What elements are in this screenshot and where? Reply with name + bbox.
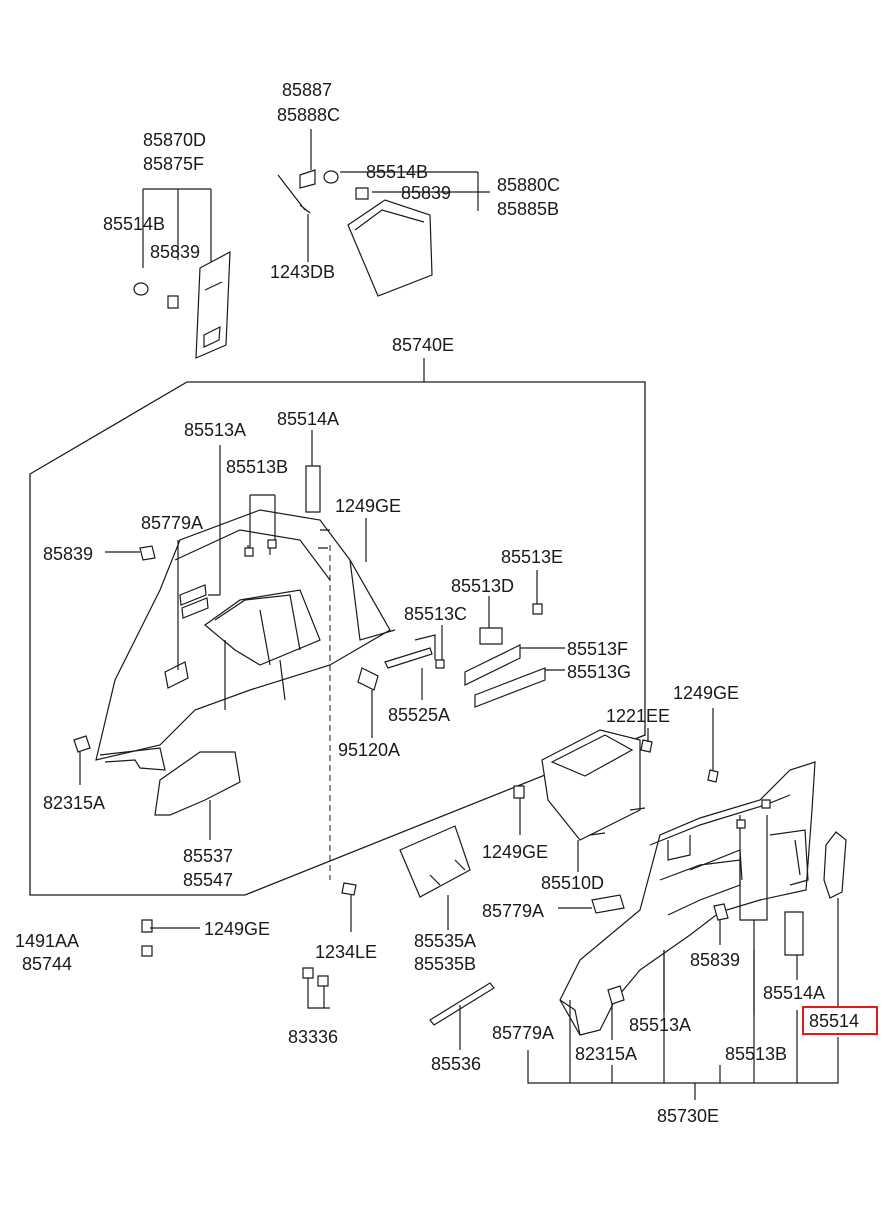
pillar-trim-group — [133, 188, 231, 359]
label-85514B-a[interactable]: 85514B — [103, 214, 165, 234]
label-1249GE-b[interactable]: 1249GE — [673, 683, 739, 703]
assembly-frame-85740E — [29, 381, 646, 896]
label-82315A-b[interactable]: 82315A — [575, 1044, 637, 1064]
label-85513E[interactable]: 85513E — [501, 547, 563, 567]
bracket-85535A-part[interactable] — [399, 825, 471, 898]
pad-85514A-part[interactable] — [305, 465, 321, 513]
label-85887[interactable]: 85887 — [282, 80, 332, 100]
label-1249GE-a[interactable]: 1249GE — [335, 496, 401, 516]
label-85513G[interactable]: 85513G — [567, 662, 631, 682]
label-85740E[interactable]: 85740E — [392, 335, 454, 355]
label-85875F[interactable]: 85875F — [143, 154, 204, 174]
bracket-85514-part[interactable] — [823, 831, 847, 899]
label-85885B[interactable]: 85885B — [497, 199, 559, 219]
screw-1221EE-part[interactable] — [640, 739, 653, 753]
screw-83336b-part[interactable] — [317, 975, 329, 987]
label-1249GE-c[interactable]: 1249GE — [482, 842, 548, 862]
label-85537[interactable]: 85537 — [183, 846, 233, 866]
screw-1234LE-part[interactable] — [341, 882, 357, 896]
label-85514B-b[interactable]: 85514B — [366, 162, 428, 182]
label-83336[interactable]: 83336 — [288, 1027, 338, 1047]
label-1221EE[interactable]: 1221EE — [606, 706, 670, 726]
label-1249GE-d[interactable]: 1249GE — [204, 919, 270, 939]
cover-85537-part[interactable] — [154, 751, 241, 816]
clip-82315A-b-part[interactable] — [607, 985, 625, 1005]
clip-85779A-b-part[interactable] — [591, 894, 625, 914]
clip-82315A-part[interactable] — [73, 735, 91, 753]
label-85513F[interactable]: 85513F — [567, 639, 628, 659]
label-85525A[interactable]: 85525A — [388, 705, 450, 725]
label-1234LE[interactable]: 1234LE — [315, 942, 377, 962]
cover-85510D-part[interactable] — [541, 729, 641, 841]
screw-83336a-part[interactable] — [302, 967, 314, 979]
label-85513B-a[interactable]: 85513B — [226, 457, 288, 477]
quarter-trim-right[interactable] — [559, 761, 816, 1036]
label-85513B-b[interactable]: 85513B — [725, 1044, 787, 1064]
label-85779A-b[interactable]: 85779A — [482, 901, 544, 921]
upper-trim-part[interactable] — [347, 199, 433, 297]
clip-top2-part[interactable] — [355, 187, 369, 200]
label-82315A-a[interactable]: 82315A — [43, 793, 105, 813]
clip-85839c-part[interactable] — [139, 545, 156, 561]
label-85513D[interactable]: 85513D — [451, 576, 514, 596]
label-85514A-a[interactable]: 85514A — [277, 409, 339, 429]
label-85779A-a[interactable]: 85779A — [141, 513, 203, 533]
label-85536[interactable]: 85536 — [431, 1054, 481, 1074]
screw-1249GE-d-part[interactable] — [513, 785, 525, 799]
label-85514[interactable]: 85514 — [809, 1011, 859, 1031]
upper-trim-group — [277, 129, 490, 297]
label-85870D[interactable]: 85870D — [143, 130, 206, 150]
clip-top-part[interactable] — [323, 170, 339, 184]
label-85880C[interactable]: 85880C — [497, 175, 560, 195]
strip-85536-part[interactable] — [429, 982, 495, 1026]
label-95120A[interactable]: 95120A — [338, 740, 400, 760]
clip-85839-part[interactable] — [167, 295, 179, 309]
pad-85514A-b-part[interactable] — [784, 911, 804, 956]
clip-1491AA-part[interactable] — [141, 945, 153, 957]
bracket-85525A-part[interactable] — [384, 647, 433, 669]
label-1243DB[interactable]: 1243DB — [270, 262, 335, 282]
screw-1249GE-part[interactable] — [141, 919, 153, 933]
label-85513A-b[interactable]: 85513A — [629, 1015, 691, 1035]
clip-85839d-part[interactable] — [713, 903, 729, 921]
socket-95120A-part[interactable] — [357, 667, 379, 691]
label-85513C[interactable]: 85513C — [404, 604, 467, 624]
label-85535A[interactable]: 85535A — [414, 931, 476, 951]
screw-1249GE-c-part[interactable] — [707, 769, 719, 783]
label-85514A-b[interactable]: 85514A — [763, 983, 825, 1003]
label-85744[interactable]: 85744 — [22, 954, 72, 974]
label-85779A-c[interactable]: 85779A — [492, 1023, 554, 1043]
label-85510D[interactable]: 85510D — [541, 873, 604, 893]
label-85839-c[interactable]: 85839 — [43, 544, 93, 564]
label-85839-d[interactable]: 85839 — [690, 950, 740, 970]
label-85535B[interactable]: 85535B — [414, 954, 476, 974]
clip-85514B-part[interactable] — [133, 282, 149, 296]
label-85839-b[interactable]: 85839 — [401, 183, 451, 203]
label-85730E[interactable]: 85730E — [657, 1106, 719, 1126]
highlight-box — [802, 1006, 878, 1035]
pillar-trim-part[interactable] — [195, 250, 231, 359]
quarter-trim-left[interactable] — [95, 509, 396, 771]
label-1491AA[interactable]: 1491AA — [15, 931, 79, 951]
label-85547[interactable]: 85547 — [183, 870, 233, 890]
label-85839-a[interactable]: 85839 — [150, 242, 200, 262]
label-85513A-a[interactable]: 85513A — [184, 420, 246, 440]
label-85888C[interactable]: 85888C — [277, 105, 340, 125]
